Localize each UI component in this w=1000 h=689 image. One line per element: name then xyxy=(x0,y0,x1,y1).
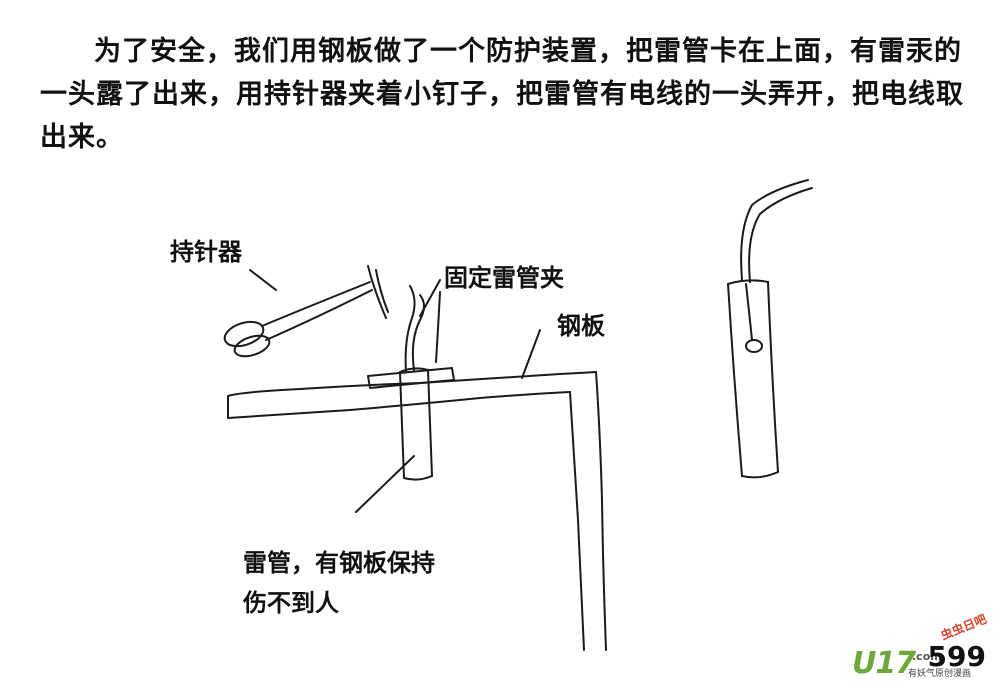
page-number: 599 xyxy=(927,640,986,673)
watermark-domain: .com xyxy=(912,650,942,663)
detonator-drawing xyxy=(399,285,433,481)
label-needle-holder: 持针器 xyxy=(170,238,242,266)
caption-text: 为了安全，我们用钢板做了一个防护装置，把雷管卡在上面，有雷汞的一头露了出来，用持… xyxy=(40,36,964,153)
label-detonator-line2: 伤不到人 xyxy=(243,589,339,617)
fixed-clamp-drawing xyxy=(367,367,455,389)
steel-plate-drawing xyxy=(227,371,607,651)
leader-lines xyxy=(249,269,541,513)
watermark-slogan: 有妖气原创漫画 xyxy=(908,669,972,679)
label-detonator: 雷管，有钢板保持 伤不到人 xyxy=(243,543,503,623)
watermark: U17 .com 有妖气原创漫画 虫虫日吧 xyxy=(850,612,990,683)
loose-detonator-drawing xyxy=(727,179,813,479)
watermark-logo: U17 xyxy=(852,646,916,681)
label-detonator-line1: 雷管，有钢板保持 xyxy=(243,549,435,577)
label-steel-plate: 钢板 xyxy=(557,312,605,340)
needle-holder-drawing xyxy=(223,265,389,358)
label-fixed-clamp: 固定雷管夹 xyxy=(444,264,564,292)
